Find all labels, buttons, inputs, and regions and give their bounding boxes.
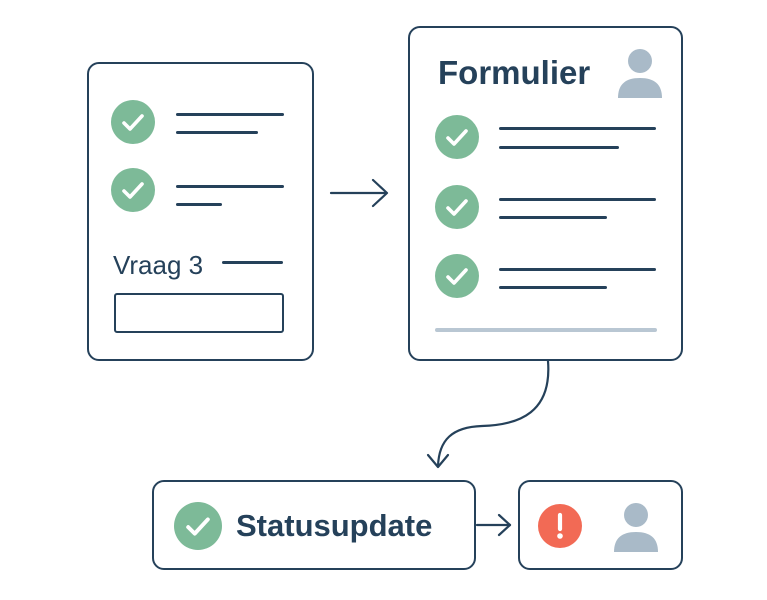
answer-line xyxy=(176,113,284,116)
form-field-line xyxy=(499,268,656,271)
answer-line xyxy=(176,185,284,188)
form-field-line xyxy=(499,127,656,130)
status-label: Statusupdate xyxy=(236,508,433,543)
check-icon xyxy=(435,254,479,298)
questionnaire-card: Vraag 3 xyxy=(87,62,314,361)
check-icon xyxy=(111,100,155,144)
answer-line-short xyxy=(176,131,258,134)
answer-line-short xyxy=(176,203,222,206)
question-line xyxy=(222,261,283,264)
warning-icon xyxy=(538,504,582,548)
check-icon xyxy=(435,115,479,159)
user-icon xyxy=(616,48,664,100)
arrow-form-to-status xyxy=(426,359,550,469)
form-field-line xyxy=(499,198,656,201)
arrow-questionnaire-to-form xyxy=(329,178,389,208)
form-field-line-short xyxy=(499,286,607,289)
form-title: Formulier xyxy=(438,54,591,91)
check-icon xyxy=(174,502,222,550)
check-icon xyxy=(111,168,155,212)
form-card: Formulier xyxy=(408,26,683,361)
status-update-card: Statusupdate xyxy=(152,480,476,570)
form-divider xyxy=(435,328,657,332)
alert-card xyxy=(518,480,683,570)
arrow-status-to-alert xyxy=(475,513,512,537)
user-icon xyxy=(612,502,660,554)
question-label: Vraag 3 xyxy=(113,250,204,280)
form-field-line-short xyxy=(499,146,619,149)
answer-input[interactable] xyxy=(114,293,284,333)
form-field-line-short xyxy=(499,216,607,219)
check-icon xyxy=(435,185,479,229)
